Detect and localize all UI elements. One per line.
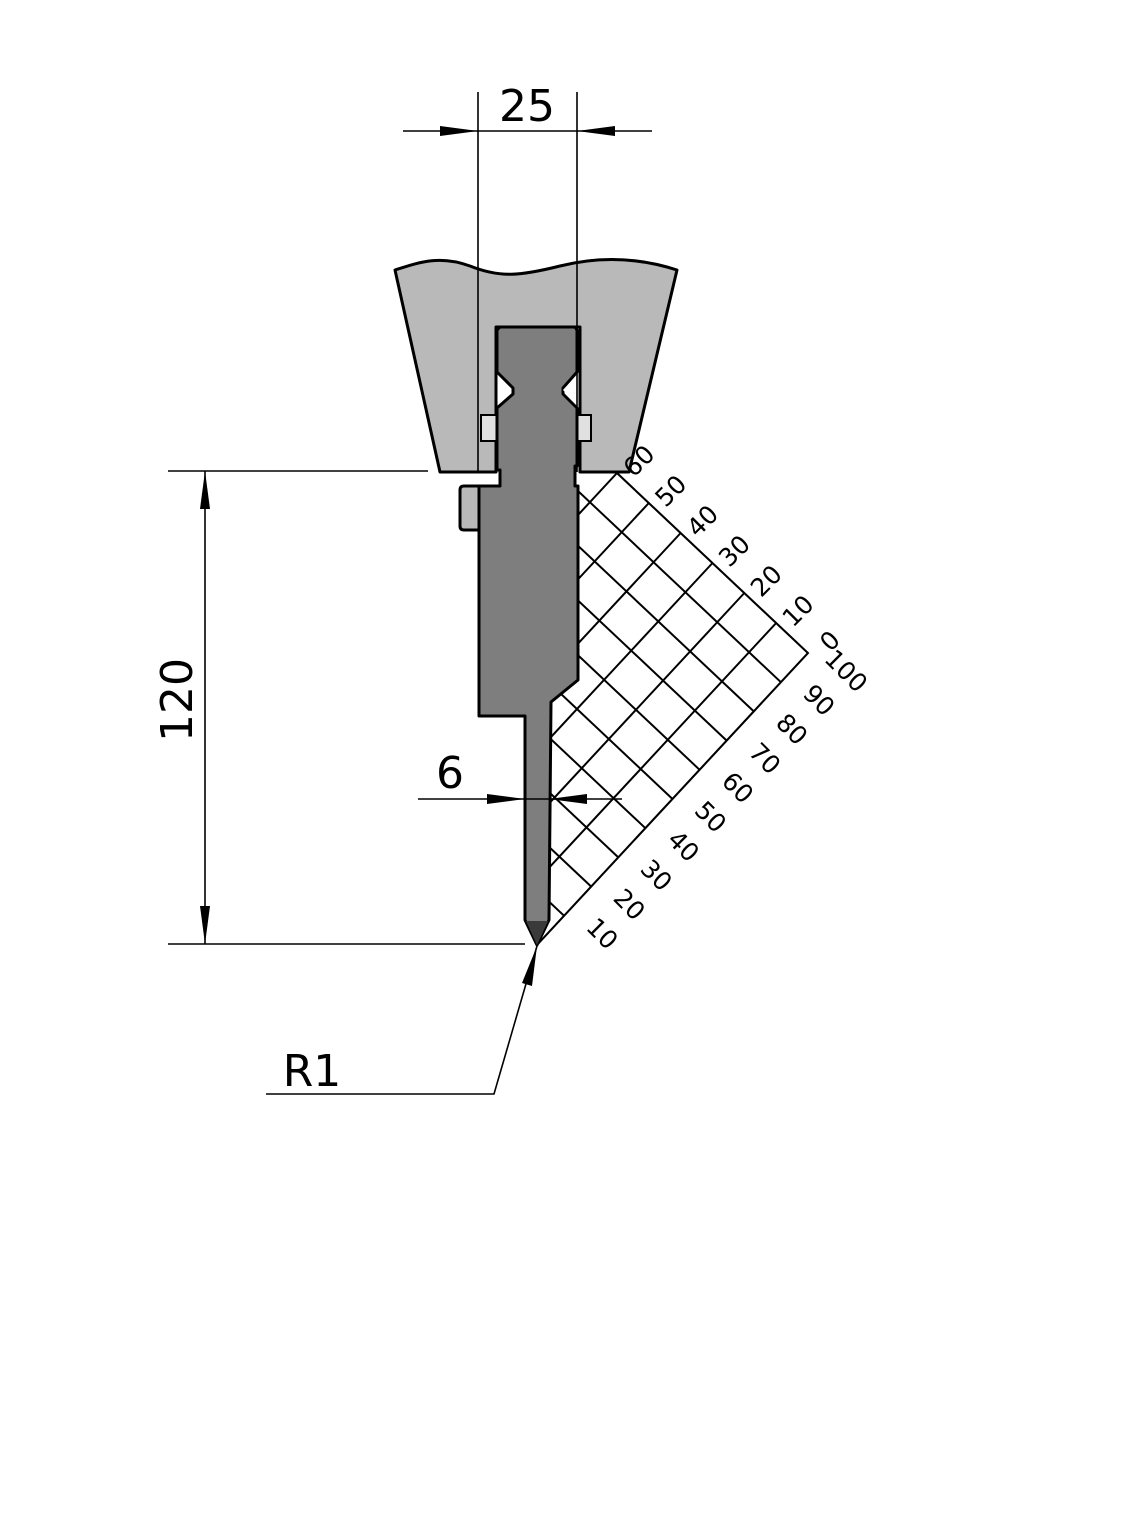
dimension-height: 120 xyxy=(152,470,525,945)
scale-label-lower: 50 xyxy=(689,795,732,838)
safety-pin-left xyxy=(480,414,498,442)
scale-label-upper: 30 xyxy=(713,529,756,572)
scale-label-lower: 10 xyxy=(581,912,624,955)
dimension-label-120: 120 xyxy=(152,658,203,742)
scale-label-upper: 40 xyxy=(681,499,724,542)
grid-line xyxy=(537,502,650,913)
clamp-tab xyxy=(458,484,481,532)
punch-body xyxy=(477,325,580,947)
dimension-width-top: 25 xyxy=(403,81,652,472)
dimension-blade-width: 6 xyxy=(418,748,622,804)
scale-label-lower: 30 xyxy=(635,854,678,897)
scale-label-lower: 20 xyxy=(608,883,651,926)
grid-line xyxy=(537,622,777,945)
punch-tip xyxy=(526,921,548,945)
dimension-label-25: 25 xyxy=(499,81,555,132)
grid-line xyxy=(537,592,746,945)
scale-label-lower: 40 xyxy=(662,825,705,868)
grid-line xyxy=(537,562,714,945)
scale-label-lower: 80 xyxy=(770,708,813,751)
safety-pin-right xyxy=(576,414,592,442)
notch-right xyxy=(563,376,576,404)
tool-holder xyxy=(393,258,679,474)
dimension-label-r1: R1 xyxy=(283,1046,342,1097)
scale-label-lower: 70 xyxy=(743,737,786,780)
scale-label-lower: 90 xyxy=(797,679,840,722)
grid-outer-edge xyxy=(536,472,810,946)
scale-label-upper: 10 xyxy=(777,589,820,632)
scale-label-upper: 50 xyxy=(649,469,692,512)
grid-line xyxy=(537,532,682,943)
scale-label-upper: 20 xyxy=(745,559,788,602)
dimension-tip-radius: R1 xyxy=(266,945,538,1097)
scale-label-lower: 60 xyxy=(716,766,759,809)
notch-left xyxy=(498,376,511,404)
dimension-label-6: 6 xyxy=(436,748,464,799)
